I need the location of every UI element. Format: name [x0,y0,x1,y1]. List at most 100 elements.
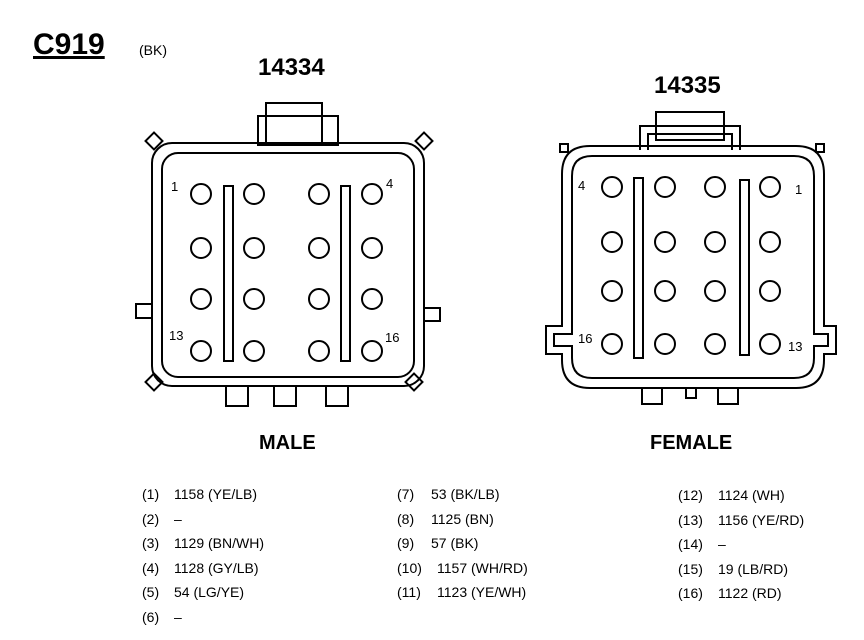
female-pin-cavity [654,333,676,355]
pin-row: (4)1128 (GY/LB) [142,556,264,581]
female-connector [545,111,837,405]
female-bottom-key [685,387,697,399]
pin-circuit: 1158 (YE/LB) [174,486,258,502]
pin-list-column-2: (7)53 (BK/LB) (8)1125 (BN) (9)57 (BK) (1… [397,482,528,605]
male-bottom-tab [225,385,249,407]
male-pin-cavity [243,237,265,259]
female-bottom-tab [717,387,739,405]
male-corner-tab [144,372,164,392]
male-part-number: 14334 [258,54,325,81]
pin-list-column-1: (1)1158 (YE/LB) (2)– (3)1129 (BN/WH) (4)… [142,482,264,629]
pin-number: (1) [142,486,160,502]
male-pin-label-13: 13 [169,328,183,343]
pin-number: (13) [678,511,703,528]
pin-list-column-3: (12) 1124 (WH) (13) 1156 (YE/RD) (14)– (15… [678,483,804,606]
female-bottom-tab [641,387,663,405]
pin-row: (2)– [142,507,264,532]
male-corner-tab [144,131,164,151]
female-divider [739,179,750,356]
male-pin-cavity [190,340,212,362]
female-pin-cavity [704,176,726,198]
pin-number: (6) [142,608,160,625]
female-pin-cavity [759,333,781,355]
pin-number: (3) [142,535,160,551]
female-label: FEMALE [650,432,733,454]
female-pin-cavity [704,231,726,253]
pin-number: (8) [397,510,415,527]
male-pin-cavity [308,288,330,310]
pin-number: (10) [397,559,422,576]
pin-circuit: 1157 (WH/RD) [437,559,528,576]
female-pin-cavity [704,333,726,355]
pin-row: (15)19 (LB/RD) [678,557,804,582]
female-corner-tab [815,143,825,153]
male-pin-cavity [361,340,383,362]
male-pin-cavity [308,237,330,259]
male-top-latch [265,102,323,146]
pin-row: (11)1123 (YE/WH) [397,580,528,605]
pin-row: (1) 1158 (YE/LB) [142,482,264,507]
female-corner-tab [559,143,569,153]
male-corner-tab [404,372,424,392]
pin-row: (14)– [678,532,804,557]
female-housing [545,145,837,389]
female-divider [633,177,644,359]
female-pin-cavity [759,280,781,302]
pin-circuit: 57 (BK) [431,535,479,551]
female-pin-cavity [601,280,623,302]
male-divider [340,185,351,362]
pin-number: (2) [142,510,160,527]
pin-circuit: 54 (LG/YE) [174,584,245,600]
female-pin-cavity [601,176,623,198]
pin-row: (5) 54 (LG/YE) [142,580,264,605]
male-bottom-tab [273,385,297,407]
male-pin-label-4: 4 [386,176,393,191]
pin-circuit: – [174,608,182,625]
pin-circuit: – [174,510,182,527]
pin-row: (6)– [142,605,264,630]
pin-row: (9)57 (BK) [397,531,528,556]
female-pin-cavity [654,280,676,302]
female-pin-cavity [759,231,781,253]
male-pin-cavity [190,237,212,259]
connector-color: (BK) [139,42,167,58]
pin-number: (16) [678,585,703,601]
pin-row: (16)1122 (RD) [678,581,804,606]
female-pin-cavity [601,231,623,253]
male-pin-label-16: 16 [385,330,399,345]
pin-number: (11) [397,584,421,600]
pin-circuit: 1156 (YE/RD) [718,511,805,528]
male-pin-cavity [308,183,330,205]
male-pin-cavity [190,288,212,310]
female-pin-cavity [759,176,781,198]
male-pin-cavity [361,237,383,259]
pin-circuit: 1124 (WH) [718,487,785,503]
pin-circuit: 19 (LB/RD) [718,560,789,577]
pin-number: (12) [678,487,703,503]
male-pin-cavities [190,183,383,362]
male-connector [135,102,441,407]
pin-row: (3) 1129 (BN/WH) [142,531,264,556]
pin-row: (13) 1156 (YE/RD) [678,508,804,533]
female-pin-cavity [654,176,676,198]
pin-number: (14) [678,536,703,552]
male-pin-cavity [190,183,212,205]
male-corner-tab [414,131,434,151]
connector-id: C919 [33,28,105,61]
female-pin-label-16: 16 [578,331,592,346]
pin-number: (5) [142,584,160,600]
female-pin-cavity [654,231,676,253]
pin-row: (8) 1125 (BN) [397,507,528,532]
pin-row: (12) 1124 (WH) [678,483,804,508]
pin-circuit: 1125 (BN) [431,510,494,527]
pin-circuit: 1129 (BN/WH) [174,535,264,551]
male-pin-cavity [243,183,265,205]
male-pin-label-1: 1 [171,179,178,194]
male-pin-cavity [308,340,330,362]
male-side-tab [423,307,441,322]
male-pin-cavity [361,183,383,205]
pin-number: (7) [397,486,415,502]
male-label: MALE [259,432,316,454]
male-side-tab [135,303,153,319]
